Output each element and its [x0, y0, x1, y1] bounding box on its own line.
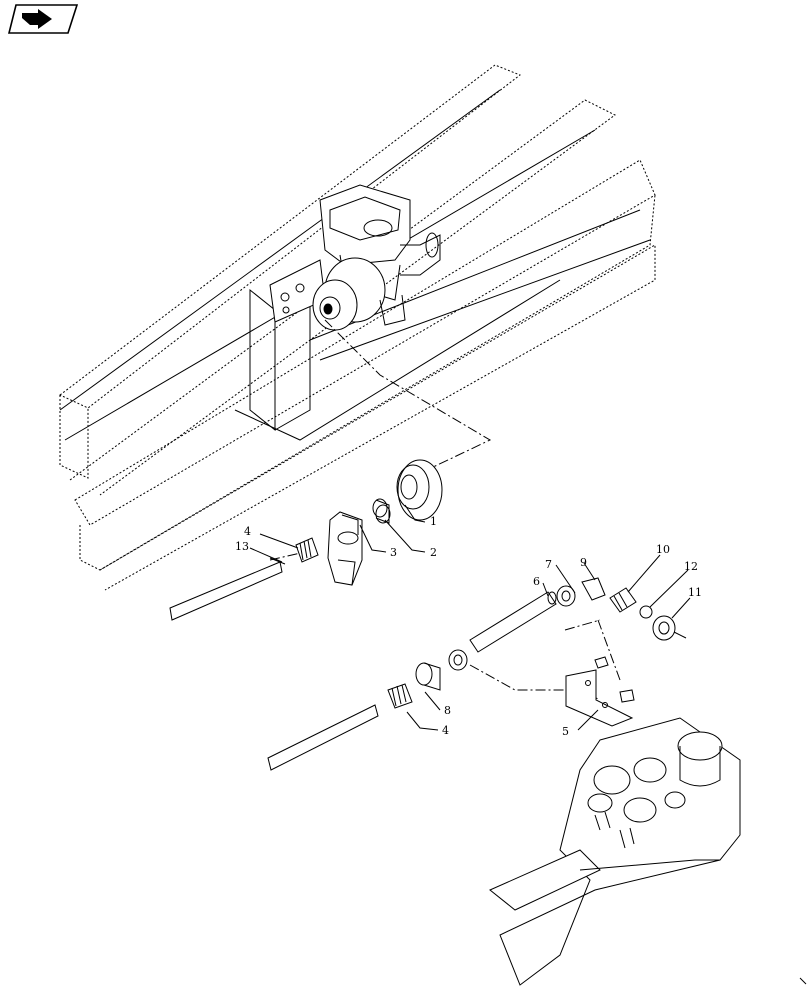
arrow-right-icon: [7, 4, 79, 34]
lower-clamp: [448, 649, 468, 671]
next-page-button[interactable]: [7, 4, 79, 34]
part-6-tube: [469, 591, 557, 653]
callout-5: 5: [562, 725, 569, 738]
part-1-pulley: [396, 459, 443, 521]
assembly-lines: [269, 319, 621, 701]
callout-4-upper: 4: [244, 525, 251, 538]
part-3-valve-body: [327, 511, 363, 586]
part-9-elbow: [581, 577, 606, 601]
part-2-spacer: [372, 498, 391, 524]
callout-8: 8: [444, 704, 451, 717]
boom-valve-assembly: [312, 184, 441, 331]
part-10-fitting: [609, 587, 637, 613]
callout-9: 9: [580, 556, 587, 569]
callout-1: 1: [430, 515, 437, 528]
part-12-washer: [639, 605, 653, 619]
callout-2: 2: [430, 546, 437, 559]
part-4-fitting-upper: [295, 537, 319, 563]
callout-3: 3: [390, 546, 397, 559]
part-5-bracket: [565, 656, 635, 727]
part-11-cap: [652, 615, 687, 641]
boom-frame: [59, 64, 656, 591]
tank-body: [489, 717, 741, 986]
callout-4-lower: 4: [442, 724, 449, 737]
part-8-adapter: [415, 662, 441, 691]
callout-11: 11: [688, 586, 702, 599]
part-7-clamp: [556, 585, 576, 607]
corner-mark: [799, 977, 807, 985]
part-13-hose: [169, 557, 286, 621]
callout-12: 12: [684, 560, 698, 573]
callouts: 1 2 3 4 4 5 6 7 8 9 10 11 12 13: [235, 515, 702, 738]
boom-structure: [59, 89, 651, 441]
callout-10: 10: [656, 543, 670, 556]
callout-6: 6: [533, 575, 540, 588]
leader-lines: [249, 504, 691, 731]
callout-13: 13: [235, 540, 249, 553]
part-4-fitting-lower: [387, 683, 413, 709]
lower-hose: [267, 704, 379, 771]
callout-7: 7: [545, 558, 552, 571]
